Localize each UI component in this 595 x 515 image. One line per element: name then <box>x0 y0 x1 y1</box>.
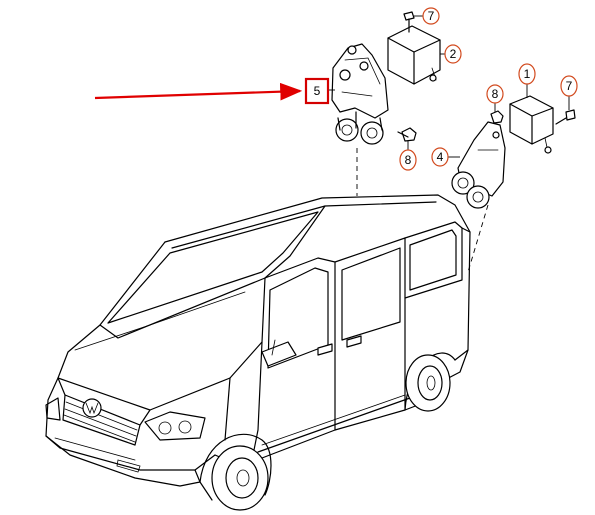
nut-8-upper <box>490 110 504 124</box>
callout-5-highlighted[interactable]: 5 <box>304 77 330 105</box>
svg-text:8: 8 <box>405 153 412 167</box>
callout-4: 4 <box>431 147 449 167</box>
nut-8-lower <box>397 127 417 142</box>
control-unit-1 <box>509 95 554 154</box>
svg-text:8: 8 <box>492 87 499 101</box>
bracket-assembly-4 <box>451 121 506 209</box>
screw-7-right <box>555 109 576 125</box>
svg-text:1: 1 <box>524 67 531 81</box>
location-line-rear <box>467 204 489 273</box>
svg-text:5: 5 <box>314 84 321 98</box>
van-illustration <box>45 194 471 511</box>
screw-7-top <box>403 11 415 33</box>
callout-1: 1 <box>518 63 536 85</box>
callout-2: 2 <box>444 44 462 64</box>
svg-text:4: 4 <box>437 150 444 164</box>
bracket-assembly-5 <box>331 43 389 145</box>
svg-text:7: 7 <box>566 79 573 93</box>
control-unit-2 <box>387 25 441 85</box>
callout-7-right: 7 <box>560 75 578 97</box>
callout-8-upper: 8 <box>486 84 504 104</box>
pointer-arrow <box>94 82 303 101</box>
callout-7-top: 7 <box>422 7 440 25</box>
svg-text:7: 7 <box>428 9 435 23</box>
callout-8-lower: 8 <box>399 149 417 171</box>
svg-text:2: 2 <box>450 47 457 61</box>
